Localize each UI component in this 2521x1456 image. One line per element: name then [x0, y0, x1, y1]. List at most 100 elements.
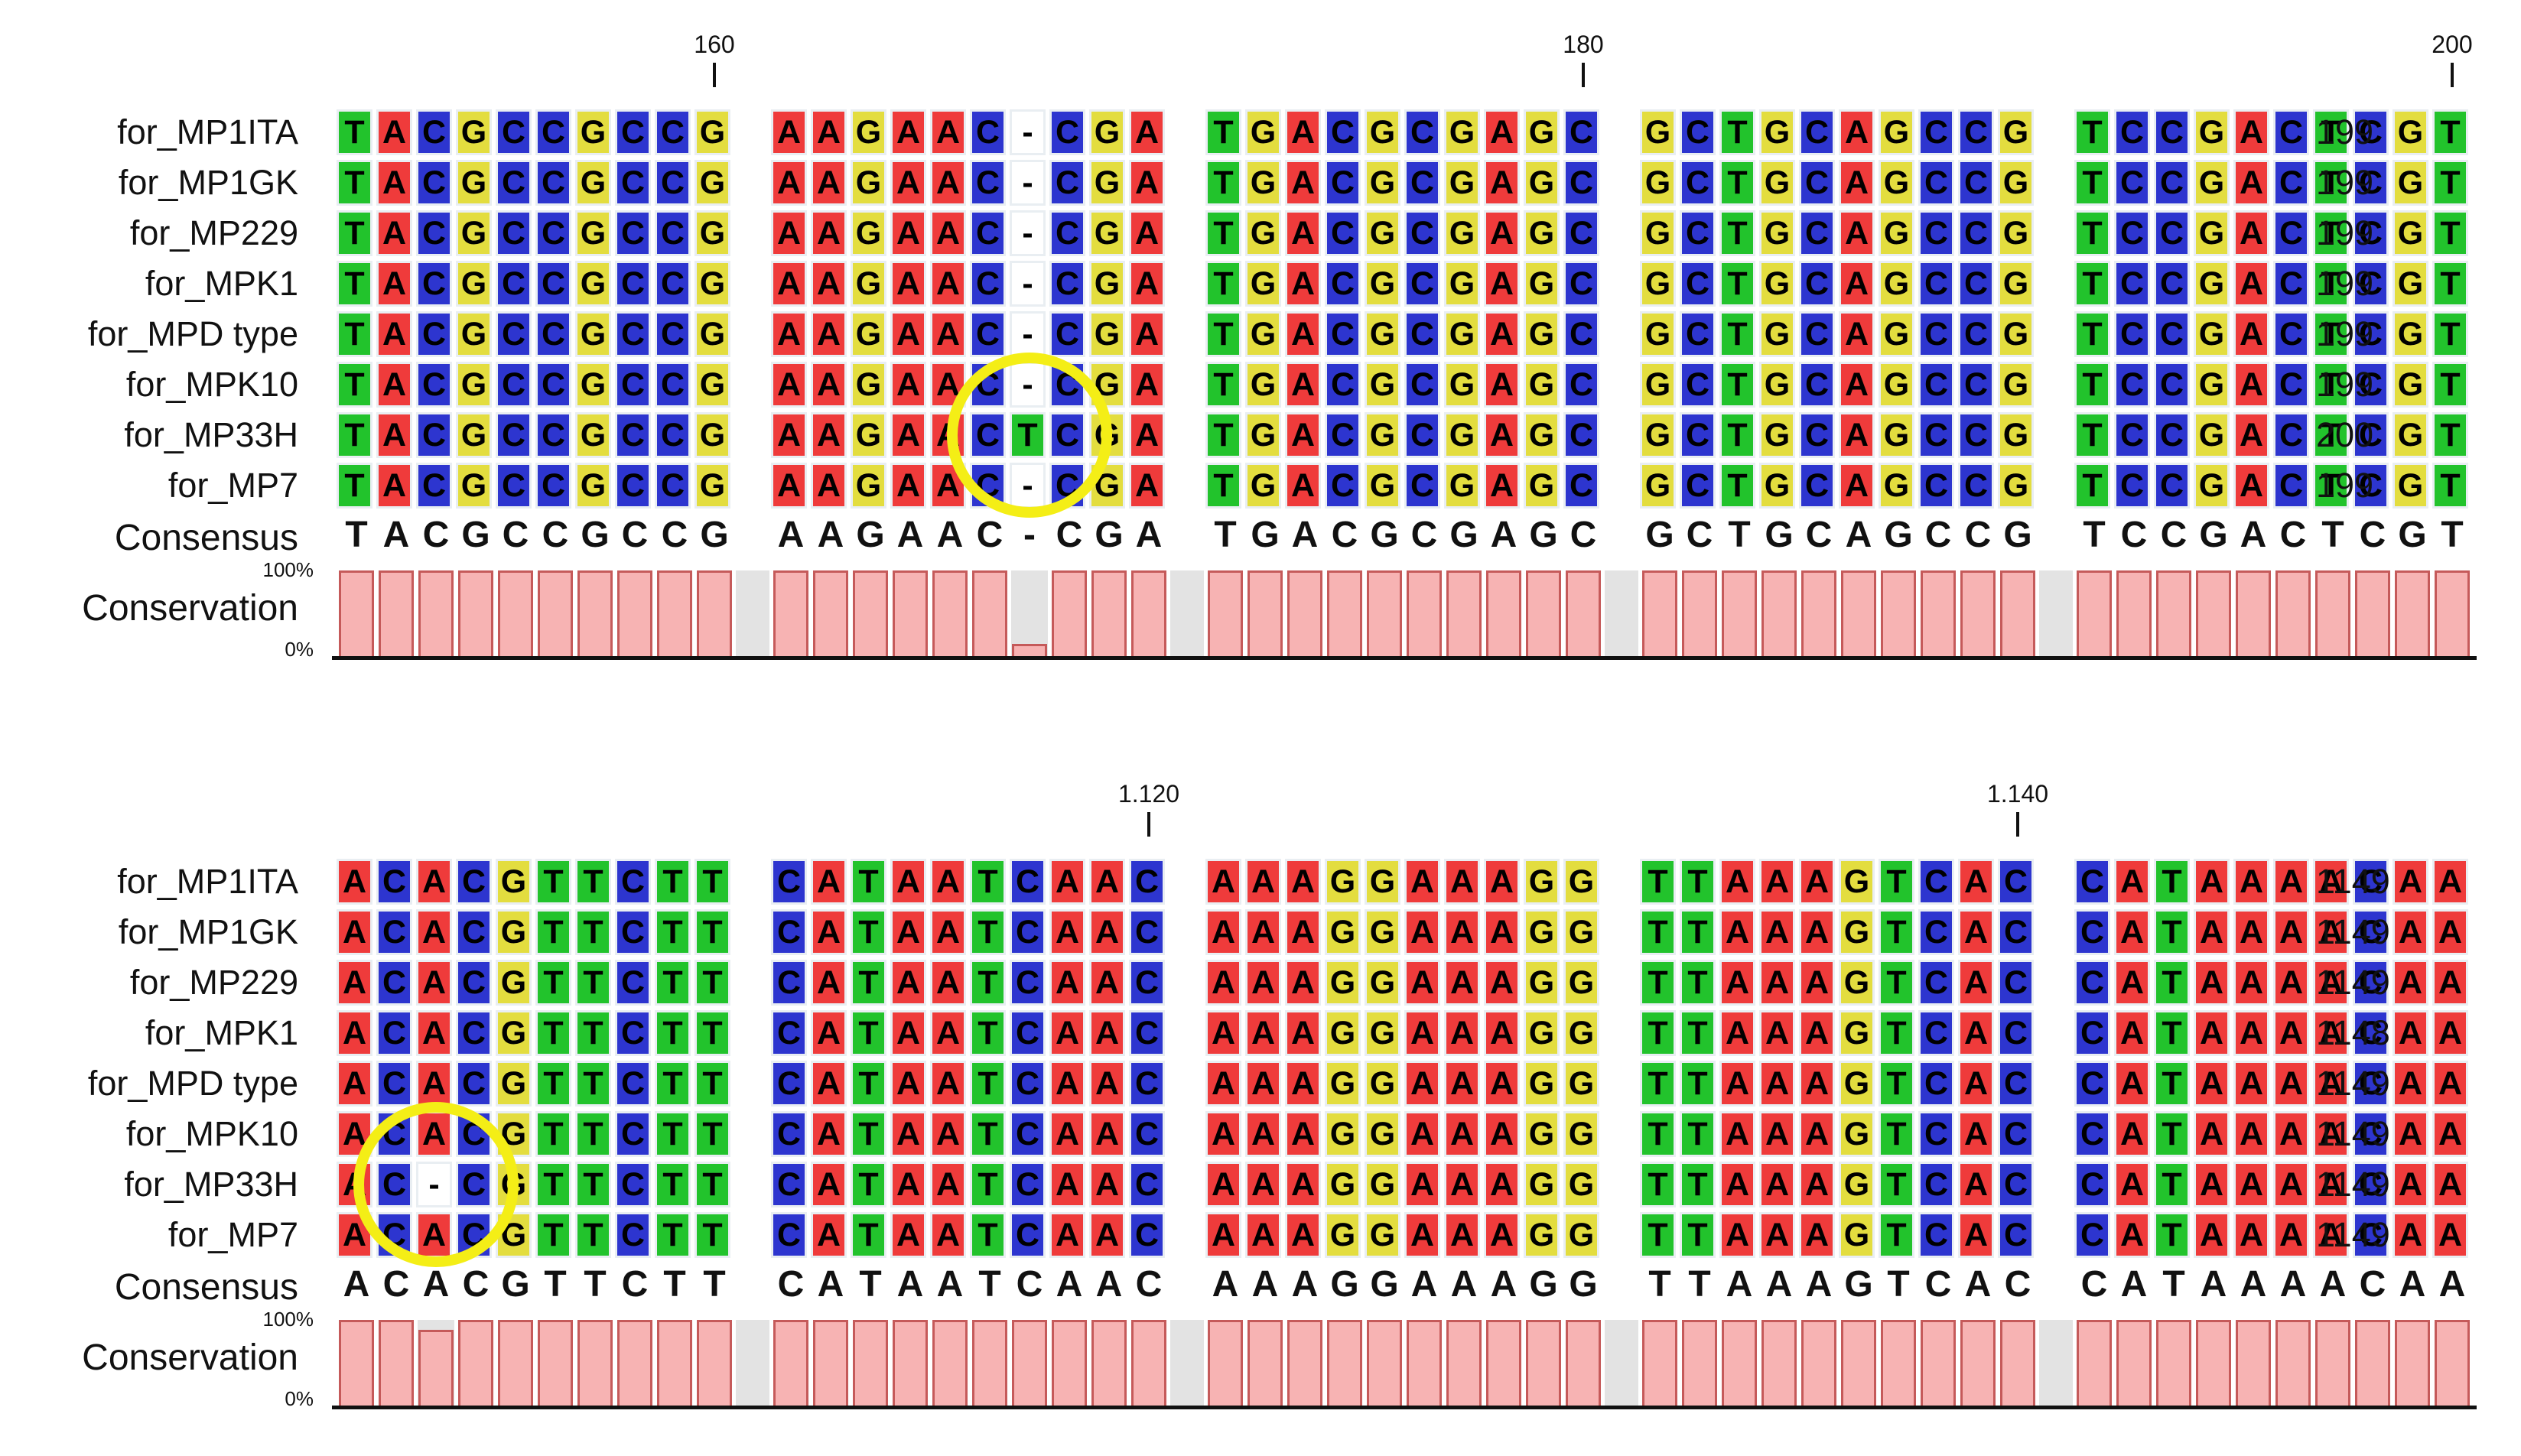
nucleotide-cell: A	[1839, 412, 1875, 458]
consensus-base: A	[2240, 515, 2267, 555]
consensus-base: G	[2199, 515, 2228, 555]
nucleotide-cell: G	[2393, 261, 2428, 307]
sequence-name: for_MP1GK	[118, 163, 298, 202]
nucleotide-cell: A	[416, 1010, 452, 1056]
nucleotide-cell: A	[376, 210, 412, 256]
nucleotide-cell: T	[1680, 1061, 1716, 1107]
nucleotide-cell: G	[1759, 109, 1795, 155]
nucleotide-cell: G	[1444, 463, 1480, 509]
nucleotide-cell: A	[1484, 1111, 1520, 1157]
nucleotide-cell: G	[1879, 362, 1914, 408]
conservation-bar	[1642, 1320, 1677, 1406]
conservation-baseline	[332, 1406, 2477, 1409]
nucleotide-cell: C	[2273, 261, 2309, 307]
consensus-base: C	[1924, 515, 1952, 555]
nucleotide-cell: A	[1089, 960, 1125, 1006]
conservation-bar	[1446, 1320, 1482, 1406]
nucleotide-cell: A	[1285, 412, 1321, 458]
nucleotide-cell: T	[1205, 362, 1241, 408]
nucleotide-cell: T	[2074, 160, 2110, 206]
nucleotide-cell: C	[1325, 362, 1361, 408]
nucleotide-cell: G	[1365, 109, 1400, 155]
nucleotide-cell: C	[970, 160, 1006, 206]
conservation-bar	[498, 1320, 533, 1406]
consensus-base: C	[542, 515, 569, 555]
nucleotide-cell: G	[1759, 210, 1795, 256]
nucleotide-cell: T	[2313, 311, 2349, 357]
nucleotide-cell: A	[1759, 859, 1795, 905]
nucleotide-cell: T	[851, 1061, 886, 1107]
nucleotide-cell: G	[456, 311, 492, 357]
nucleotide-cell: A	[1759, 1111, 1795, 1157]
nucleotide-cell: A	[2393, 1212, 2428, 1258]
nucleotide-cell: A	[811, 1061, 847, 1107]
nucleotide-cell: A	[930, 261, 966, 307]
nucleotide-cell: A	[2233, 109, 2269, 155]
conservation-bar	[1566, 570, 1601, 656]
nucleotide-cell: A	[1484, 1162, 1520, 1207]
nucleotide-cell: A	[1089, 1212, 1125, 1258]
nucleotide-cell: A	[2114, 1061, 2150, 1107]
nucleotide-cell: C	[1918, 1212, 1954, 1258]
conservation-bar	[773, 570, 808, 656]
nucleotide-cell: T	[535, 1061, 571, 1107]
consensus-base: C	[382, 1264, 410, 1305]
nucleotide-cell: C	[1049, 311, 1085, 357]
nucleotide-cell: C	[1918, 311, 1954, 357]
nucleotide-cell: A	[1285, 261, 1321, 307]
nucleotide-cell: T	[2074, 109, 2110, 155]
nucleotide-cell: G	[575, 362, 611, 408]
sequence-name: for_MPD type	[87, 1064, 298, 1103]
nucleotide-cell: G	[1879, 261, 1914, 307]
conservation-bar	[2315, 570, 2350, 656]
nucleotide-cell: A	[1444, 1162, 1480, 1207]
consensus-base: C	[621, 515, 649, 555]
nucleotide-cell: C	[2114, 412, 2150, 458]
conservation-bar	[813, 570, 848, 656]
consensus-base: C	[502, 515, 529, 555]
nucleotide-cell: C	[416, 362, 452, 408]
nucleotide-cell: A	[1129, 463, 1165, 509]
nucleotide-cell: T	[2313, 109, 2349, 155]
nucleotide-cell: C	[615, 210, 651, 256]
nucleotide-cell: C	[2154, 463, 2190, 509]
nucleotide-cell: A	[1839, 463, 1875, 509]
nucleotide-cell: C	[655, 261, 691, 307]
nucleotide-cell: A	[1444, 1212, 1480, 1258]
nucleotide-cell: C	[1998, 1111, 2034, 1157]
sequence-length-count: 1149	[2316, 1114, 2390, 1153]
conservation-bar	[1526, 570, 1561, 656]
consensus-base: T	[1887, 1264, 1910, 1305]
nucleotide-cell: A	[1129, 412, 1165, 458]
nucleotide-cell: A	[2114, 859, 2150, 905]
nucleotide-cell: T	[535, 1111, 571, 1157]
nucleotide-cell: T	[575, 1061, 611, 1107]
nucleotide-cell: A	[1799, 1061, 1835, 1107]
nucleotide-cell: A	[2233, 1111, 2269, 1157]
nucleotide-cell: T	[1719, 362, 1755, 408]
nucleotide-cell: T	[1879, 1061, 1914, 1107]
nucleotide-cell: A	[2114, 1162, 2150, 1207]
nucleotide-cell: A	[1285, 1010, 1321, 1056]
conservation-bar	[1921, 1320, 1956, 1406]
nucleotide-cell: A	[1759, 1162, 1795, 1207]
nucleotide-cell: C	[1325, 412, 1361, 458]
consensus-base: T	[544, 1264, 567, 1305]
nucleotide-cell: T	[2074, 463, 2110, 509]
nucleotide-cell: A	[1245, 1162, 1281, 1207]
nucleotide-cell: T	[1640, 960, 1676, 1006]
nucleotide-cell: G	[1563, 1111, 1599, 1157]
consensus-base: A	[817, 515, 844, 555]
nucleotide-cell: A	[2233, 261, 2269, 307]
nucleotide-cell: T	[2432, 210, 2468, 256]
nucleotide-cell: C	[615, 859, 651, 905]
nucleotide-cell: C	[535, 210, 571, 256]
nucleotide-cell: C	[2154, 261, 2190, 307]
nucleotide-cell: C	[2353, 362, 2389, 408]
nucleotide-cell: T	[2074, 362, 2110, 408]
conservation-max-label: 100%	[262, 558, 314, 581]
nucleotide-cell: C	[496, 362, 532, 408]
consensus-base: T	[2321, 515, 2344, 555]
nucleotide-cell: A	[1958, 960, 1994, 1006]
conservation-max-label: 100%	[262, 1308, 314, 1331]
